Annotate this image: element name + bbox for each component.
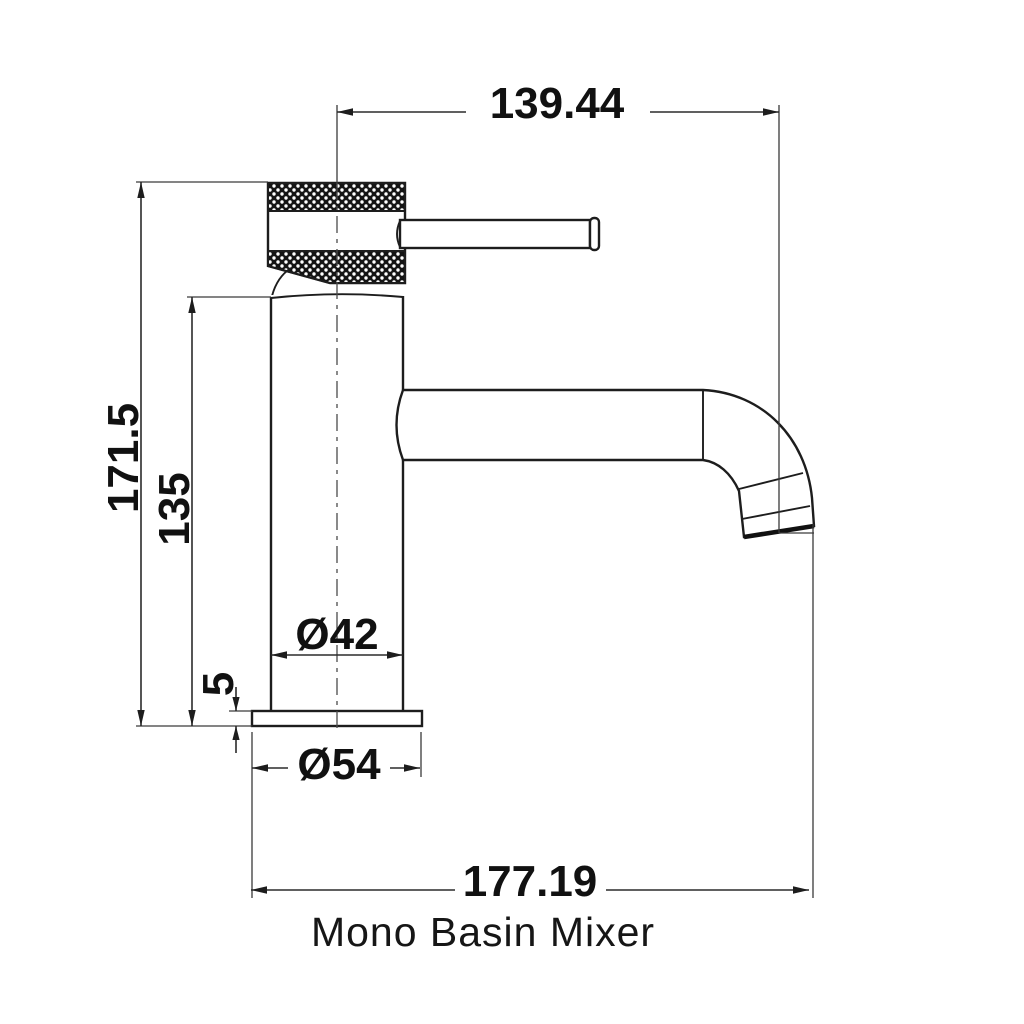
arrowhead-left bbox=[337, 108, 353, 116]
lever-handle bbox=[396, 216, 601, 252]
dim-label-base-diameter: Ø54 bbox=[297, 740, 381, 789]
dim-label-overall-depth: 177.19 bbox=[463, 857, 598, 906]
spout-outline bbox=[395, 388, 816, 539]
arrowhead-left bbox=[271, 651, 287, 659]
dim-label-base-thickness: 5 bbox=[194, 672, 243, 696]
faucet-drawing bbox=[136, 181, 816, 732]
arrowhead-top bbox=[137, 182, 145, 198]
dimension-overall-height: 171.5 bbox=[99, 181, 268, 726]
arrowhead-down bbox=[232, 697, 240, 711]
dimension-base-thickness: 5 bbox=[194, 672, 252, 753]
arrowhead-right bbox=[404, 764, 420, 772]
arrowhead-top bbox=[188, 297, 196, 313]
aerator-line-lower bbox=[741, 505, 811, 520]
dimension-overall-depth: 177.19 bbox=[251, 524, 814, 906]
lever-end-cap bbox=[588, 216, 601, 252]
aerator-line-upper bbox=[738, 472, 804, 490]
arrowhead-bottom bbox=[137, 710, 145, 726]
arrowhead-bottom bbox=[188, 710, 196, 726]
lever-bar bbox=[398, 218, 592, 250]
arrowhead-left bbox=[251, 886, 267, 894]
arrowhead-left bbox=[252, 764, 268, 772]
dim-label-body-diameter: Ø42 bbox=[295, 610, 378, 659]
arrowhead-up bbox=[232, 726, 240, 740]
dimension-spout-reach: 139.44 bbox=[336, 79, 814, 534]
arrowhead-right bbox=[763, 108, 779, 116]
cap-body-transition-curve bbox=[271, 267, 292, 297]
drawing-caption: Mono Basin Mixer bbox=[311, 909, 655, 955]
arrowhead-right bbox=[387, 651, 403, 659]
dim-label-body-height: 135 bbox=[150, 472, 199, 545]
lever-butt-arc bbox=[396, 220, 401, 248]
dim-label-spout-reach: 139.44 bbox=[490, 79, 625, 128]
knurl-band-bottom bbox=[267, 250, 406, 284]
dimension-body-diameter: Ø42 bbox=[271, 610, 403, 659]
arrowhead-right bbox=[793, 886, 809, 894]
spout bbox=[395, 388, 816, 540]
dim-label-overall-height: 171.5 bbox=[99, 403, 148, 513]
dimension-body-height: 135 bbox=[150, 296, 271, 726]
dimension-base-diameter: Ø54 bbox=[251, 732, 422, 898]
